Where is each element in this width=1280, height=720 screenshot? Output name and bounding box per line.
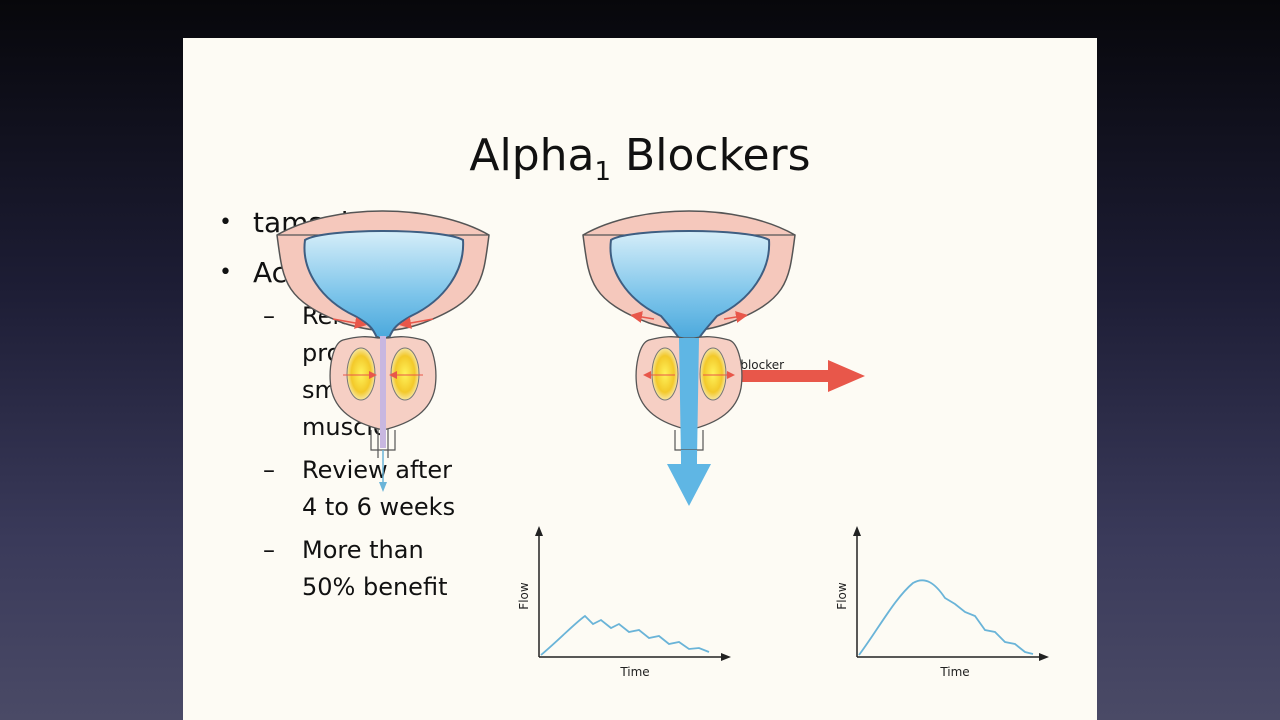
bladder-before: [276, 210, 490, 492]
subbullet-benefit: More than 50% benefit: [263, 532, 479, 606]
arrow-label-rest: -blocker: [736, 358, 784, 372]
flow-before-xlabel: Time: [619, 665, 649, 679]
flow-chart-before: Time Flow: [517, 526, 731, 679]
prostate-figure: α1-blocker Time: [276, 210, 1049, 679]
slide-title: Alpha1 Blockers: [183, 134, 1097, 186]
title-end: Blockers: [611, 130, 811, 181]
flow-after-ylabel: Flow: [835, 582, 849, 610]
subbullet-benefit-text: More than 50% benefit: [302, 536, 448, 601]
flow-after-xlabel: Time: [939, 665, 969, 679]
flow-chart-after: Time Flow: [835, 526, 1049, 679]
title-subscript: 1: [594, 157, 612, 187]
slide: Alpha1 Blockers tamsulosin Action Relax …: [183, 38, 1097, 720]
subbullet-review: Review after 4 to 6 weeks: [263, 452, 479, 526]
bladder-after: [582, 210, 796, 506]
title-main: Alpha: [469, 130, 595, 181]
subbullet-review-text: Review after 4 to 6 weeks: [302, 456, 456, 521]
flow-before-ylabel: Flow: [517, 582, 531, 610]
